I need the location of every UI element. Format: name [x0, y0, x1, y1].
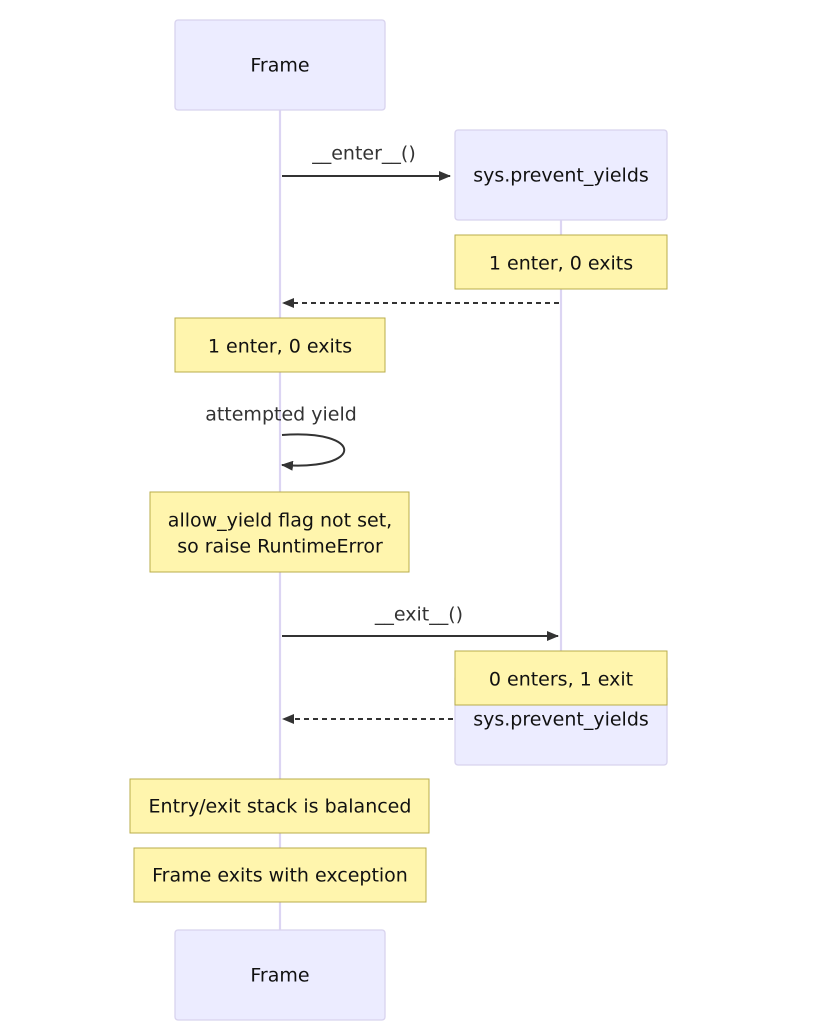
note-frame-enter: 1 enter, 0 exits: [174, 317, 386, 373]
note-frame-exits: Frame exits with exception: [133, 847, 427, 903]
attempted-yield-message: attempted yield: [205, 404, 357, 471]
note-frame-exits-text: Frame exits with exception: [152, 865, 408, 887]
enter-message: __enter__(): [282, 143, 451, 181]
note-prevent-yields-enter: 1 enter, 0 exits: [454, 234, 668, 290]
exit-message-label: __exit__(): [374, 604, 463, 626]
frame-participant-top: Frame: [174, 19, 386, 111]
attempted-yield-arrow: [281, 433, 345, 471]
exit-message: __exit__(): [282, 604, 559, 641]
note-prevent-yields-exit-text: 0 enters, 1 exit: [489, 669, 633, 691]
enter-message-label: __enter__(): [311, 143, 416, 165]
note-raise-line1: allow_yield flag not set,: [168, 510, 392, 532]
prevent-yields-participant-label: sys.prevent_yields: [473, 165, 649, 187]
prevent-yields-participant-end-label: sys.prevent_yields: [473, 709, 649, 731]
note-raise-runtime-error: allow_yield flag not set, so raise Runti…: [149, 491, 410, 573]
frame-participant-bottom-label: Frame: [250, 965, 309, 987]
frame-participant-bottom: Frame: [174, 929, 386, 1021]
note-prevent-yields-enter-text: 1 enter, 0 exits: [489, 253, 633, 275]
note-frame-enter-text: 1 enter, 0 exits: [208, 336, 352, 358]
attempted-yield-label: attempted yield: [205, 404, 357, 426]
note-raise-line2: so raise RuntimeError: [177, 536, 383, 558]
frame-participant-top-label: Frame: [250, 55, 309, 77]
note-prevent-yields-exit: 0 enters, 1 exit: [454, 650, 668, 706]
note-balanced-text: Entry/exit stack is balanced: [149, 796, 412, 818]
note-balanced: Entry/exit stack is balanced: [129, 778, 430, 834]
prevent-yields-participant: sys.prevent_yields: [454, 129, 668, 221]
